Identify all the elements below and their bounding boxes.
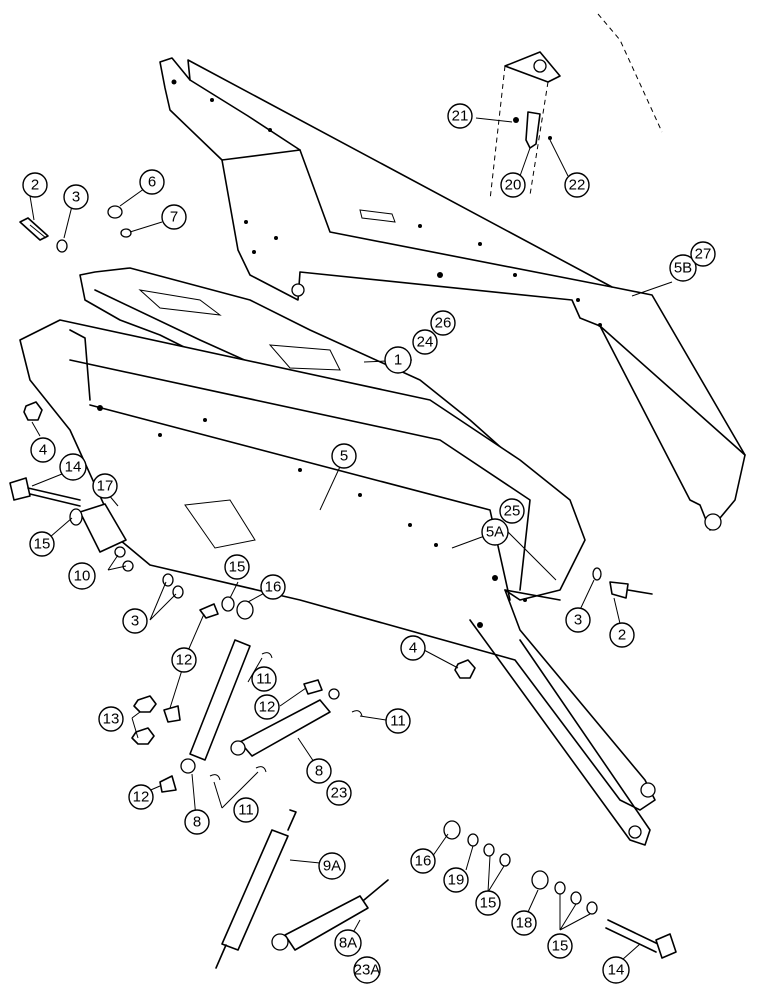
callout-8A: 8A (334, 929, 362, 957)
callout-label: 11 (390, 713, 406, 730)
callout-1: 1 (384, 346, 412, 374)
callout-label: 5B (674, 260, 692, 277)
callout-label: 18 (516, 915, 533, 932)
callout-label: 21 (452, 108, 469, 125)
callout-label: 15 (229, 559, 246, 576)
callout-label: 5A (486, 524, 504, 541)
hinge-detail-inset (489, 13, 663, 201)
callout-label: 24 (417, 334, 434, 351)
callout-label: 15 (34, 536, 51, 553)
callout-16b: 16 (410, 848, 436, 874)
callout-label: 12 (133, 789, 150, 806)
rear-panel-5B (159, 57, 746, 531)
callout-label: 27 (695, 246, 712, 263)
callout-label: 4 (39, 442, 47, 459)
callout-12a: 12 (171, 647, 197, 673)
callout-23a: 23 (326, 780, 352, 806)
callout-5: 5 (331, 443, 357, 469)
callout-label: 2 (618, 627, 626, 644)
callout-4a: 4 (30, 437, 56, 463)
callout-18: 18 (511, 910, 537, 936)
callout-label: 13 (103, 711, 120, 728)
callout-label: 11 (238, 802, 254, 819)
callout-label: 12 (259, 699, 276, 716)
callout-20: 20 (500, 172, 526, 198)
callout-15c: 15 (475, 890, 501, 916)
callout-16a: 16 (260, 574, 286, 600)
callout-11a: 11 (251, 666, 277, 692)
callout-27: 27 (690, 241, 716, 267)
callout-label: 17 (97, 478, 114, 495)
callout-15a: 15 (29, 531, 55, 557)
callout-label: 14 (608, 962, 625, 979)
callout-label: 22 (569, 177, 586, 194)
callout-label: 1 (394, 352, 402, 369)
callout-25: 25 (499, 498, 525, 524)
callout-14a: 14 (59, 453, 87, 481)
callout-15b: 15 (224, 554, 250, 580)
callout-4b: 4 (400, 635, 426, 661)
callout-13: 13 (98, 706, 124, 732)
callout-label: 14 (65, 459, 82, 476)
frame-5-5A (19, 319, 656, 846)
callout-label: 19 (448, 872, 465, 889)
callout-3c: 3 (565, 607, 591, 633)
callout-17: 17 (92, 473, 118, 499)
callout-label: 26 (435, 315, 452, 332)
callout-21: 21 (447, 103, 473, 129)
callout-5A: 5A (481, 518, 509, 546)
callout-label: 8 (193, 814, 201, 831)
callout-label: 20 (505, 177, 522, 194)
callout-label: 16 (415, 853, 432, 870)
callout-label: 3 (131, 613, 139, 630)
callout-label: 12 (176, 652, 193, 669)
callout-label: 16 (265, 579, 282, 596)
callout-label: 23 (331, 785, 348, 802)
callout-label: 7 (170, 209, 178, 226)
callout-label: 5 (340, 448, 348, 465)
callout-label: 6 (148, 174, 156, 191)
callout-7: 7 (161, 204, 187, 230)
callout-24: 24 (412, 329, 438, 355)
callout-3a: 3 (63, 184, 89, 210)
callout-10: 10 (68, 562, 96, 590)
callout-23A: 23A (353, 956, 381, 984)
callout-12c: 12 (128, 784, 154, 810)
callout-label: 4 (409, 640, 417, 657)
callout-8a: 8 (306, 758, 332, 784)
callout-label: 2 (31, 177, 39, 194)
callout-label: 8 (315, 763, 323, 780)
callout-15d: 15 (547, 933, 573, 959)
callout-label: 3 (574, 612, 582, 629)
callout-label: 10 (74, 568, 91, 585)
callout-label: 11 (256, 671, 272, 688)
callout-label: 9A (323, 858, 341, 875)
callout-11b: 11 (385, 708, 411, 734)
callout-label: 15 (552, 938, 569, 955)
callout-label: 23A (354, 962, 381, 979)
callout-14b: 14 (602, 956, 630, 984)
callout-label: 25 (504, 503, 521, 520)
hardware (9, 205, 677, 969)
callout-label: 3 (72, 189, 80, 206)
callout-6: 6 (139, 169, 165, 195)
leader-lines (29, 117, 673, 961)
callout-11c: 11 (233, 797, 259, 823)
callout-label: 15 (480, 895, 497, 912)
callout-label: 8A (339, 935, 357, 952)
callout-2b: 2 (609, 622, 635, 648)
callout-5B: 5B (669, 254, 697, 282)
callout-2a: 2 (22, 172, 48, 198)
callout-22: 22 (564, 172, 590, 198)
callout-8b: 8 (184, 809, 210, 835)
callout-9A: 9A (318, 852, 346, 880)
callout-3b: 3 (122, 608, 148, 634)
callout-12b: 12 (254, 694, 280, 720)
callout-19: 19 (443, 867, 469, 893)
callout-26: 26 (430, 310, 456, 336)
